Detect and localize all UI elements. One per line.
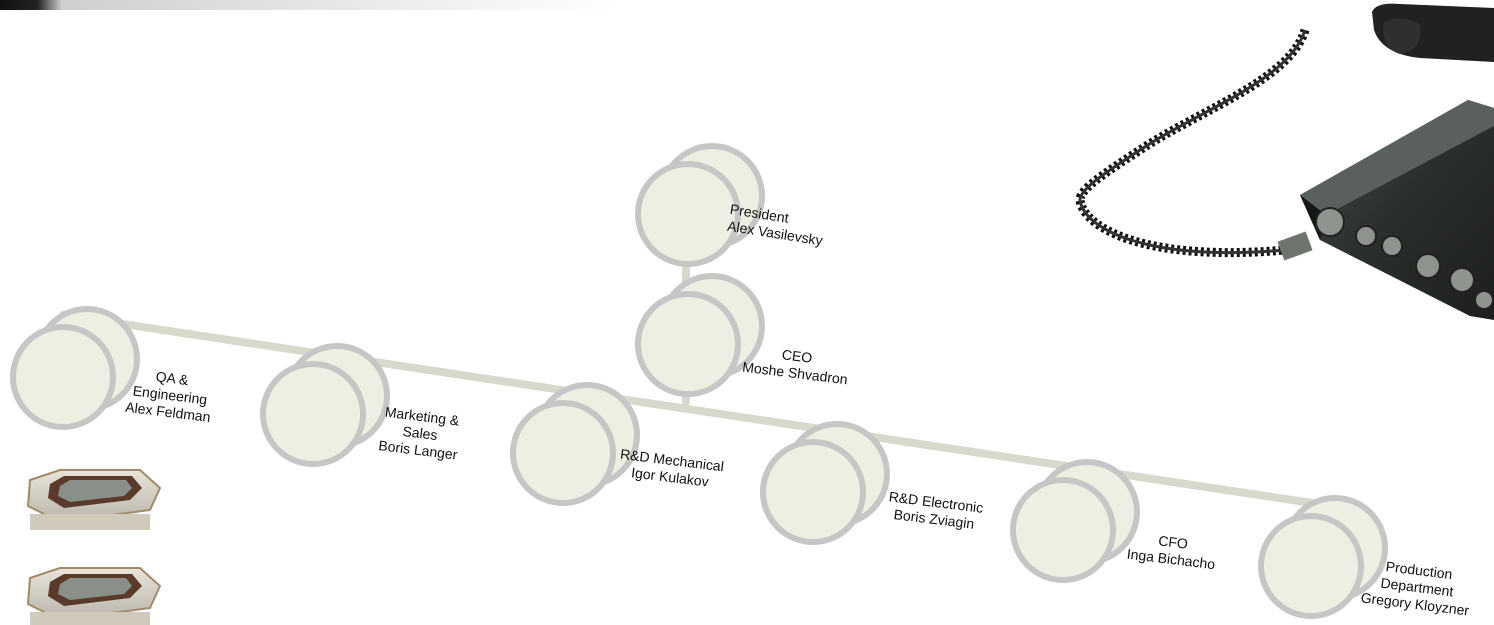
org-node-qa (10, 306, 140, 430)
org-node-rnd-mech (510, 382, 640, 506)
org-node-ceo (635, 273, 765, 397)
org-nodes (10, 143, 1388, 619)
node-disc-front (635, 291, 741, 397)
node-disc-front (10, 324, 116, 430)
node-disc-front (1258, 513, 1364, 619)
radio-device-image (1075, 3, 1494, 320)
photo-strip-top (0, 0, 620, 10)
node-disc-front (1010, 477, 1116, 583)
org-node-production (1258, 495, 1388, 619)
connector-parts-image (26, 469, 162, 625)
node-disc-front (635, 161, 741, 267)
node-disc-front (510, 400, 616, 506)
node-disc-front (760, 439, 866, 545)
org-node-president (635, 143, 765, 267)
org-node-rnd-elec (760, 421, 890, 545)
org-node-cfo (1010, 459, 1140, 583)
node-disc-front (260, 361, 366, 467)
org-node-marketing (260, 343, 390, 467)
